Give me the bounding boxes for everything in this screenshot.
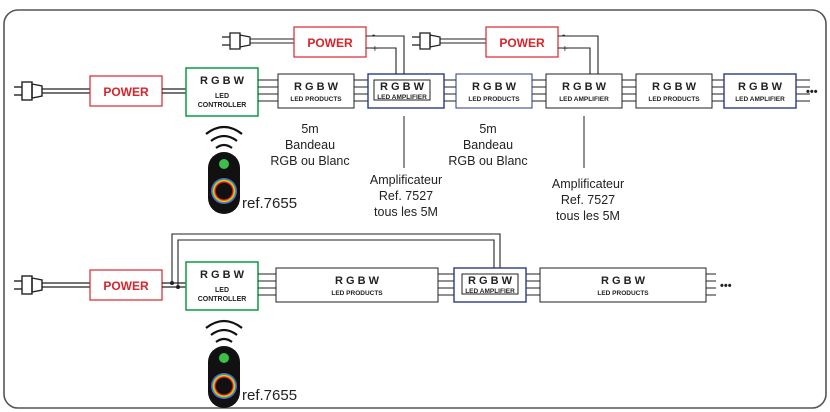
strip-products-label: LED PRODUCTS: [468, 96, 520, 103]
svg-text:Bandeau: Bandeau: [463, 138, 513, 152]
power-label: POWER: [103, 279, 149, 293]
amp-label: LED AMPLIFIER: [377, 94, 427, 101]
signal-waves-icon: [205, 319, 243, 329]
strip2-annotation: 5m Bandeau RGB ou Blanc: [448, 122, 527, 168]
plug-icon: [14, 81, 90, 101]
strip-products-label: LED PRODUCTS: [648, 96, 700, 103]
led-products-strip: R G B W LED PRODUCTS: [635, 73, 713, 109]
plug-icon: [412, 32, 441, 50]
continuation-dots: •••: [806, 86, 818, 98]
svg-text:Amplificateur: Amplificateur: [552, 177, 624, 191]
svg-text:Ref. 7527: Ref. 7527: [379, 189, 433, 203]
svg-text:tous les 5M: tous les 5M: [374, 205, 438, 219]
svg-text:RGB ou Blanc: RGB ou Blanc: [270, 154, 349, 168]
controller-controller-label: CONTROLLER: [198, 102, 247, 109]
power-supply: [485, 26, 559, 58]
plug-icon: [14, 275, 90, 295]
strip-products-label: LED PRODUCTS: [597, 290, 649, 297]
controller-led-label: LED: [215, 287, 229, 294]
strip-rgbw-label: R G B W: [335, 275, 380, 287]
svg-text:tous les 5M: tous les 5M: [556, 209, 620, 223]
led-controller: R G B W LED CONTROLLER: [185, 67, 259, 117]
bottom-row: POWER R G B W LED CONTROLLER R G B W LED…: [14, 233, 732, 408]
remote-control: [205, 125, 243, 214]
led-amplifier: R G B W LED AMPLIFIER: [453, 267, 527, 303]
top-row: POWER R G B W LED CONTROLLER R G B W LED…: [14, 26, 818, 223]
controller-rgbw-label: R G B W: [200, 75, 245, 87]
amp-power-2: POWER - +: [412, 26, 599, 74]
amp2-annotation: Amplificateur Ref. 7527 tous les 5M: [552, 177, 624, 223]
svg-text:RGB ou Blanc: RGB ou Blanc: [448, 154, 527, 168]
svg-text:Bandeau: Bandeau: [285, 138, 335, 152]
amp-rgbw-label: R G B W: [738, 81, 783, 93]
continuation-dots: •••: [720, 280, 732, 292]
plug-icon: [222, 32, 251, 50]
amp-label: LED AMPLIFIER: [559, 96, 609, 103]
frame-border: [3, 9, 827, 409]
power-label: POWER: [103, 85, 149, 99]
amp-label: LED AMPLIFIER: [735, 96, 785, 103]
led-products-strip: R G B W LED PRODUCTS: [275, 267, 439, 303]
led-products-strip: R G B W LED PRODUCTS: [539, 267, 707, 303]
svg-text:Ref. 7527: Ref. 7527: [561, 193, 615, 207]
svg-text:Amplificateur: Amplificateur: [370, 173, 442, 187]
remote-ref-label: ref.7655: [242, 195, 297, 212]
led-amplifier: R G B W LED AMPLIFIER: [545, 73, 623, 109]
amp-rgbw-label: R G B W: [562, 81, 607, 93]
amp-label: LED AMPLIFIER: [465, 288, 515, 295]
power-supply: POWER: [89, 269, 163, 301]
remote-control: [205, 319, 243, 408]
led-amplifier: R G B W LED AMPLIFIER: [723, 73, 797, 109]
strip-rgbw-label: R G B W: [601, 275, 646, 287]
amp-power-1: POWER - +: [222, 26, 405, 74]
power-supply: POWER: [89, 75, 163, 107]
remote-ref-label: ref.7655: [242, 387, 297, 404]
controller-controller-label: CONTROLLER: [198, 296, 247, 303]
plus-sign: +: [562, 44, 568, 55]
strip-products-label: LED PRODUCTS: [290, 96, 342, 103]
power-label: POWER: [307, 36, 353, 50]
controller-led-label: LED: [215, 93, 229, 100]
plus-sign: +: [372, 44, 378, 55]
led-controller: R G B W LED CONTROLLER: [185, 261, 259, 311]
strip-rgbw-label: R G B W: [472, 81, 517, 93]
amp1-annotation: Amplificateur Ref. 7527 tous les 5M: [370, 173, 442, 219]
power-supply: [293, 26, 367, 58]
strip-rgbw-label: R G B W: [652, 81, 697, 93]
led-products-strip: R G B W LED PRODUCTS: [455, 73, 533, 109]
power-label: POWER: [499, 36, 545, 50]
svg-text:5m: 5m: [479, 122, 496, 136]
strip1-annotation: 5m Bandeau RGB ou Blanc: [270, 122, 349, 168]
strip-products-label: LED PRODUCTS: [331, 290, 383, 297]
controller-rgbw-label: R G B W: [200, 269, 245, 281]
amp-rgbw-label: R G B W: [380, 81, 425, 93]
strip-rgbw-label: R G B W: [294, 81, 339, 93]
svg-text:5m: 5m: [301, 122, 318, 136]
led-amplifier: R G B W LED AMPLIFIER: [367, 73, 445, 109]
amp-rgbw-label: R G B W: [468, 275, 513, 287]
signal-waves-icon: [205, 125, 243, 135]
led-products-strip: R G B W LED PRODUCTS: [277, 73, 355, 109]
